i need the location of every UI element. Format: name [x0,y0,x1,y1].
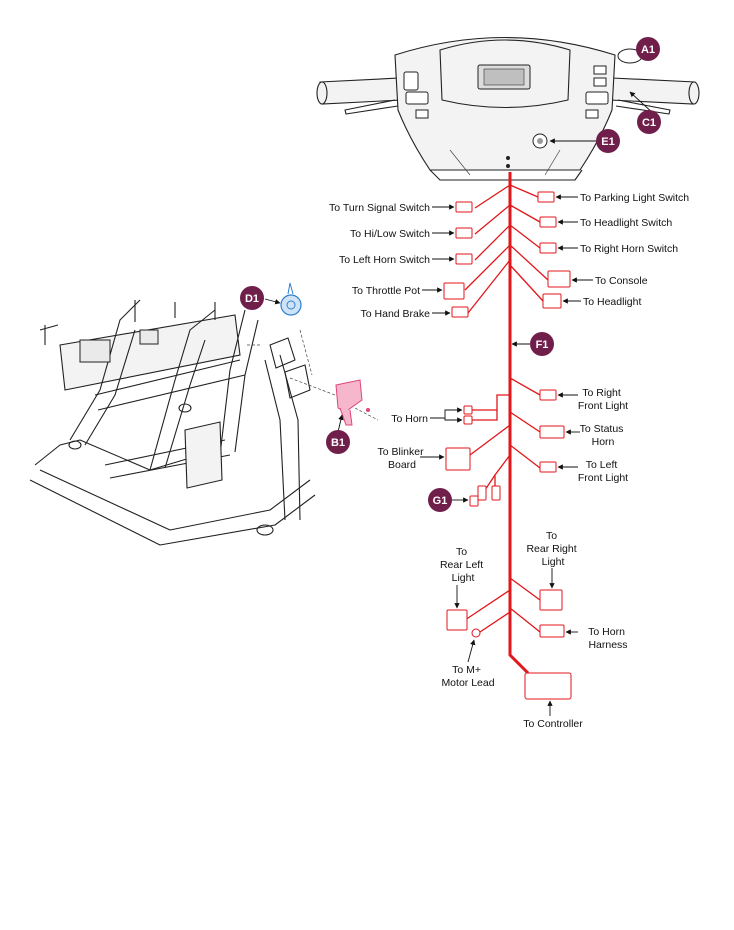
label-horn-harness-line2: Harness [588,639,627,651]
badge-a1: A1 [636,37,660,61]
label-motor-lead: To M+ Motor Lead [441,664,494,689]
label-motor-lead-line2: Motor Lead [441,677,494,689]
label-left-horn-switch: To Left Horn Switch [339,254,430,266]
label-turn-signal-switch: To Turn Signal Switch [329,202,430,214]
label-status-horn: To Status Horn [580,423,627,448]
label-parking-light-switch: To Parking Light Switch [580,192,689,204]
label-status-horn-line2: Horn [592,436,615,448]
hand-brake-part [335,379,370,426]
connectors [443,191,572,700]
svg-text:G1: G1 [433,495,448,507]
label-left-front-light-line2: Front Light [578,472,628,484]
label-horn: To Horn [391,413,428,425]
badge-c1: C1 [637,110,661,134]
wiring-harness [464,172,549,675]
horn-part [280,282,302,316]
label-rear-left-light-line2: Rear Left [440,559,483,571]
label-rear-left-light-line1: To [456,546,467,558]
badge-g1: G1 [428,488,452,512]
label-headlight: To Headlight [583,296,641,308]
label-right-front-light: To Right Front Light [578,387,628,412]
label-horn-harness-line1: To Horn [588,626,625,638]
label-right-front-light-line2: Front Light [578,400,628,412]
label-controller: To Controller [523,718,583,730]
label-right-horn-switch: To Right Horn Switch [580,243,678,255]
badge-b1: B1 [326,430,350,454]
label-rear-right-light-line1: To [546,530,557,542]
label-throttle-pot: To Throttle Pot [352,285,420,297]
labels: To Turn Signal Switch To Hi/Low Switch T… [329,192,689,730]
label-hi-low-switch: To Hi/Low Switch [350,228,430,240]
label-rear-left-light-line3: Light [452,572,475,584]
label-left-front-light-line1: To Left [586,459,618,471]
label-blinker-board: To Blinker Board [377,446,426,471]
label-headlight-switch: To Headlight Switch [580,217,672,229]
label-motor-lead-line1: To M+ [452,664,481,676]
badge-f1: F1 [530,332,554,356]
label-rear-left-light: To Rear Left Light [440,546,486,584]
chassis-frame [29,299,379,546]
label-rear-right-light-line2: Rear Right [526,543,576,555]
badge-e1: E1 [596,129,620,153]
label-status-horn-line1: To Status [580,423,624,435]
label-rear-right-light-line3: Light [542,556,565,568]
svg-text:F1: F1 [536,339,549,351]
label-blinker-board-line2: Board [388,459,416,471]
label-horn-harness: To Horn Harness [588,626,628,651]
label-hand-brake: To Hand Brake [361,308,431,320]
label-left-front-light: To Left Front Light [578,459,628,484]
badge-d1: D1 [240,286,264,310]
svg-text:B1: B1 [331,437,345,449]
svg-text:D1: D1 [245,293,259,305]
label-blinker-board-line1: To Blinker [377,446,424,458]
label-right-front-light-line1: To Right [582,387,621,399]
svg-text:A1: A1 [641,44,655,56]
callout-badges: A1 C1 E1 D1 B1 F1 G1 [240,37,661,512]
label-rear-right-light: To Rear Right Light [526,530,579,568]
svg-text:C1: C1 [642,117,656,129]
svg-text:E1: E1 [601,136,614,148]
label-console: To Console [595,275,648,287]
